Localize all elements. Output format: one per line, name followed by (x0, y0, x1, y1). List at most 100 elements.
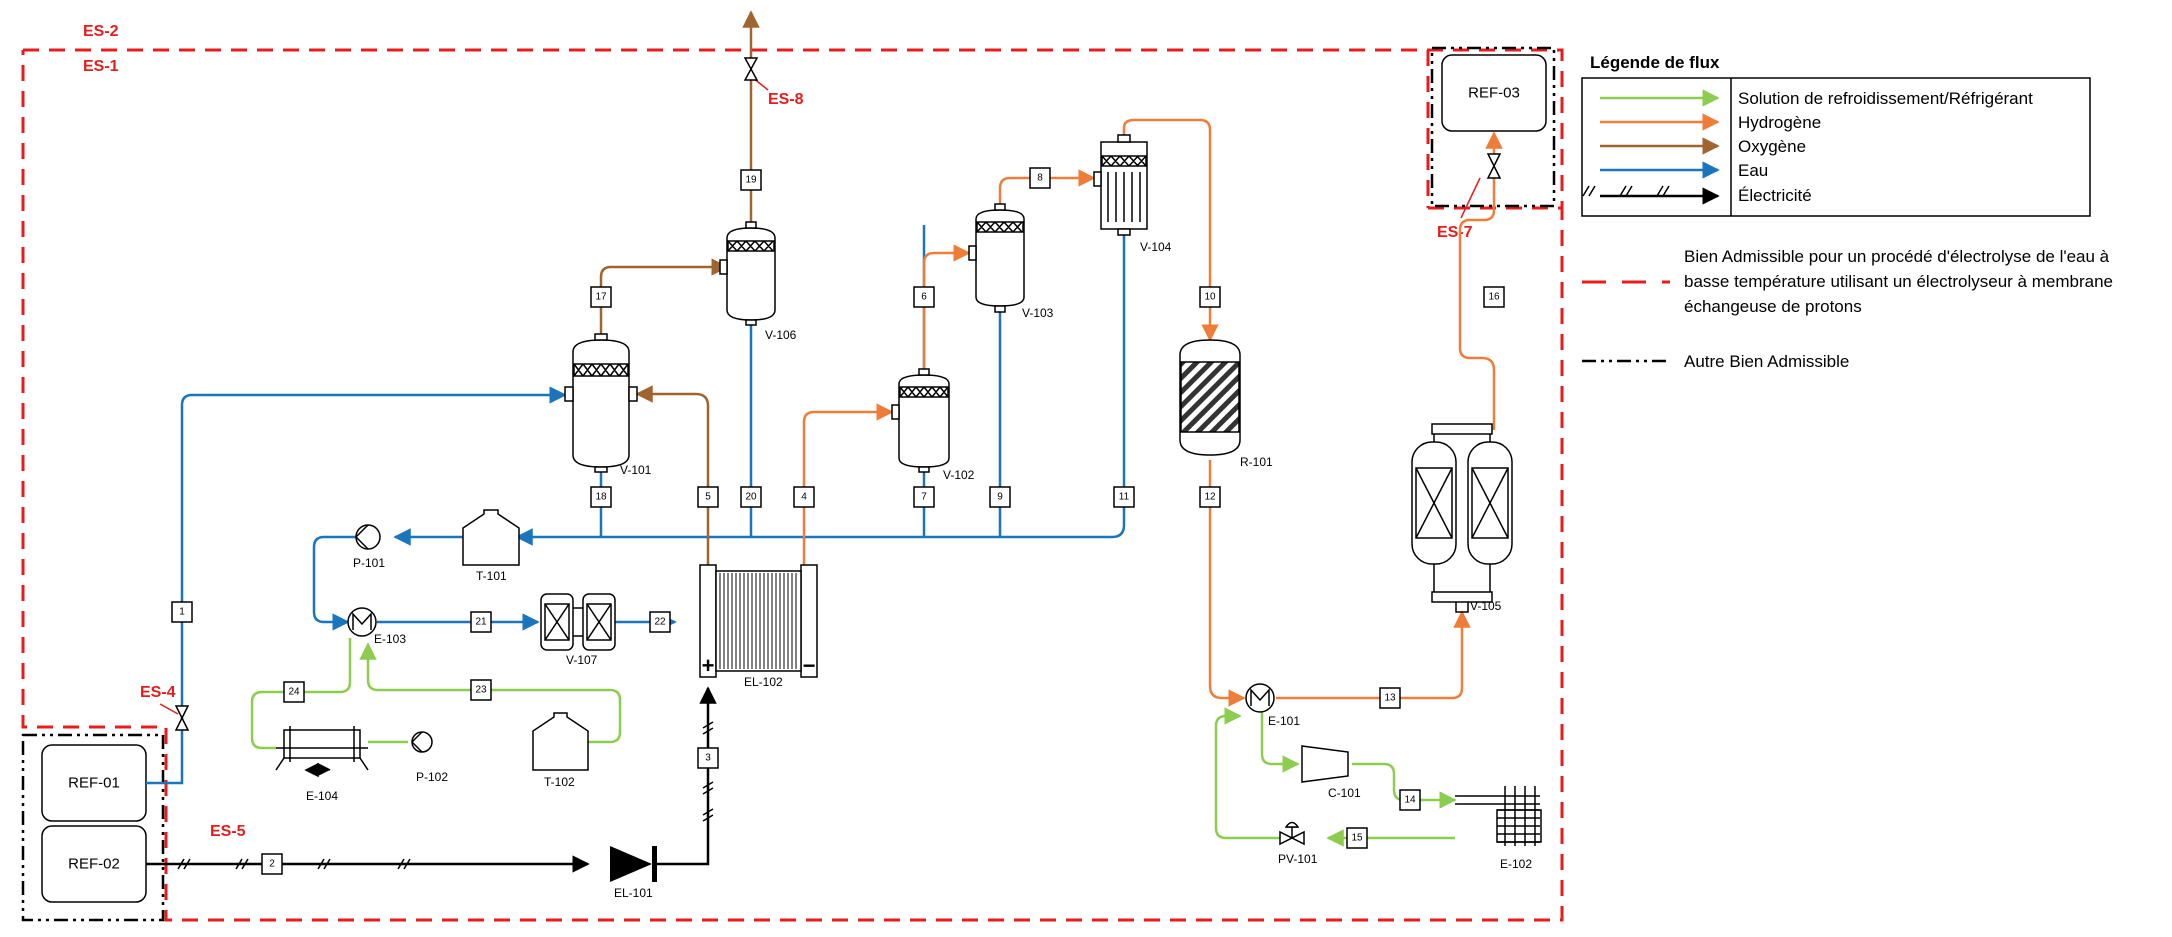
v104-vessel (1093, 134, 1148, 236)
t101-tank (462, 509, 520, 566)
pv101-label: PV-101 (1278, 852, 1318, 866)
stream-tag-box (590, 486, 612, 508)
ref03-box (1441, 54, 1547, 132)
el102-stack (699, 564, 818, 678)
es8-valve (743, 57, 759, 81)
stream-tag-9: 9 (997, 492, 1003, 503)
es7-label: ES-7 (1437, 224, 1473, 241)
stream-tag-19: 19 (745, 175, 757, 186)
stream-tag-6: 6 (921, 292, 927, 303)
stream-tag-14: 14 (1404, 795, 1416, 806)
v105-label: V-105 (1470, 599, 1502, 613)
legend-boundary-black: Autre Bien Admissible (1684, 352, 1849, 371)
electricity-lines (146, 686, 717, 873)
stream-tag-box (283, 681, 305, 703)
stream-tag-box (1379, 687, 1401, 709)
stream-tag-box (740, 169, 762, 191)
v101-vessel (564, 333, 638, 473)
es4-valve (174, 705, 190, 731)
v103-label: V-103 (1022, 306, 1054, 320)
v101-label: V-101 (620, 463, 652, 477)
stream-tag-box (697, 486, 719, 508)
v106-vessel (719, 221, 776, 326)
v106-label: V-106 (765, 328, 797, 342)
stream-tag-box (697, 747, 719, 769)
ref01-label: REF-01 (68, 775, 120, 792)
v102-vessel (891, 368, 950, 473)
stream-tag-3: 3 (705, 753, 711, 764)
legend: Légende de flux Solution de refroidissem… (1581, 53, 2113, 371)
es1-label: ES-1 (83, 58, 119, 75)
legend-frame (1581, 77, 2091, 217)
stream-tag-8: 8 (1037, 173, 1043, 184)
es2-label: ES-2 (83, 23, 119, 40)
legend-boundary-red-1: Bien Admissible pour un procédé d'électr… (1684, 247, 2110, 266)
stream-tag-23: 23 (475, 685, 487, 696)
stream-tag-20: 20 (745, 492, 757, 503)
stream-tag-box (1199, 486, 1221, 508)
stream-tag-box (913, 486, 935, 508)
stream-tag-15: 15 (1351, 833, 1363, 844)
el102-plus: + (702, 653, 715, 678)
stream-tag-5: 5 (705, 492, 711, 503)
v105-adsorber (1411, 423, 1513, 613)
stream-tag-18: 18 (595, 492, 607, 503)
p101-pump (355, 524, 381, 550)
stream-tag-10: 10 (1204, 292, 1216, 303)
p102-label: P-102 (416, 770, 448, 784)
stream-tag-box (1346, 827, 1368, 849)
stream-tag-box (171, 601, 193, 623)
el102-minus: − (803, 653, 816, 678)
stream-tag-box (261, 853, 283, 875)
stream-tag-22: 22 (654, 617, 666, 628)
t102-tank (532, 712, 589, 771)
es5-label: ES-5 (210, 823, 246, 840)
oxygen-lines (599, 10, 760, 565)
stream-tag-box (1029, 167, 1051, 189)
hydrogen-lines (802, 118, 1503, 707)
v107-label: V-107 (566, 653, 598, 667)
ref02-label: REF-02 (68, 856, 120, 873)
stream-tag-box (1399, 789, 1421, 811)
stream-tag-box (1483, 286, 1505, 308)
r101-reactor (1179, 339, 1241, 456)
v107-dryer (540, 593, 616, 651)
legend-title: Légende de flux (1590, 53, 1720, 72)
es4-label: ES-4 (140, 684, 176, 701)
stream-tag-16: 16 (1488, 292, 1500, 303)
legend-boundary-red-3: échangeuse de protons (1684, 297, 1862, 316)
e102-condenser (1455, 786, 1542, 846)
valves (174, 57, 1502, 846)
stream-tag-box (740, 486, 762, 508)
stream-tag-13: 13 (1384, 693, 1396, 704)
stream-tag-21: 21 (475, 617, 487, 628)
stream-tag-1: 1 (179, 607, 185, 618)
stream-tag-box (590, 286, 612, 308)
e102-label: E-102 (1500, 857, 1532, 871)
stream-tag-4: 4 (801, 492, 807, 503)
p102-pump (411, 731, 433, 753)
es8-label: ES-8 (768, 91, 804, 108)
stream-tag-box (1199, 286, 1221, 308)
stream-tag-box (989, 486, 1011, 508)
pv101-dome (1284, 821, 1300, 828)
el101-rectifier (610, 846, 657, 882)
legend-item-hydrogen: Hydrogène (1738, 113, 1821, 132)
e104-label: E-104 (306, 789, 338, 803)
legend-item-electricity: Électricité (1738, 186, 1812, 205)
t102-label: T-102 (544, 775, 575, 789)
stream-tag-7: 7 (921, 492, 927, 503)
stream-tag-2: 2 (269, 859, 275, 870)
e101-label: E-101 (1268, 714, 1300, 728)
boundary-es1 (21, 48, 1564, 922)
electricity-ticks (177, 185, 1670, 870)
v102-label: V-102 (943, 468, 975, 482)
t101-label: T-101 (476, 569, 507, 583)
legend-item-refrigerant: Solution de refroidissement/Réfrigérant (1738, 89, 2033, 108)
legend-item-oxygen: Oxygène (1738, 137, 1806, 156)
v103-vessel (968, 203, 1025, 313)
e101-exchanger (1245, 683, 1275, 713)
